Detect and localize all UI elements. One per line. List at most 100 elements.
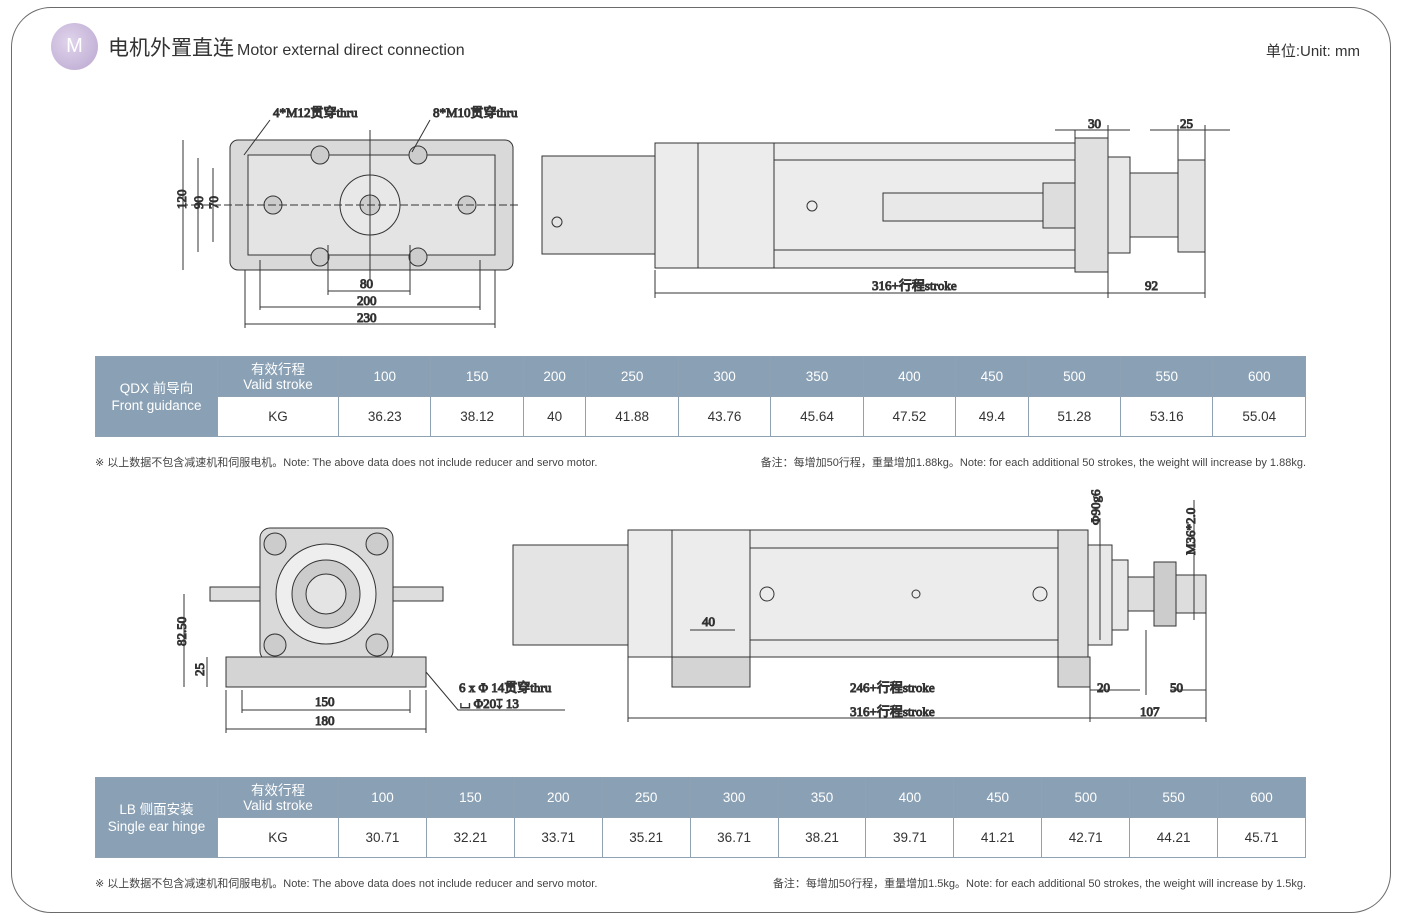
stroke-cell: 500 (1041, 777, 1131, 818)
dim-200: 200 (357, 293, 377, 308)
unit-cell: KG (217, 817, 339, 858)
front-view-1 (180, 130, 520, 328)
stroke-cell: 400 (865, 777, 955, 818)
stroke-cell: 600 (1212, 356, 1306, 397)
dim-25: 25 (1180, 116, 1193, 131)
weight-cell: 47.52 (862, 396, 957, 437)
hole-label-1: 4*M12贯穿thru (273, 105, 358, 120)
weight-cell: 32.21 (425, 817, 515, 858)
model-en: Front guidance (111, 397, 202, 413)
weight-cell: 43.76 (677, 396, 772, 437)
weight-cell: 45.64 (770, 396, 864, 437)
stroke-header-en: Valid stroke (243, 797, 313, 813)
dim-82-50: 82.50 (174, 617, 189, 646)
stroke-cell: 250 (601, 777, 691, 818)
dim-40: 40 (702, 614, 715, 629)
dim-25b: 25 (192, 663, 207, 676)
weight-cell: 33.71 (513, 817, 603, 858)
note-left-2: ※ 以上数据不包含减速机和伺服电机。Note: The above data d… (95, 878, 598, 890)
stroke-cell: 300 (677, 356, 772, 397)
dim-30: 30 (1088, 116, 1101, 131)
model-cn: LB 侧面安装 (119, 801, 194, 817)
dim-120: 120 (174, 190, 189, 210)
dim-150: 150 (315, 694, 335, 709)
dim-stroke-316b: 316+行程stroke (850, 704, 935, 719)
hole-label-3: 6 x Φ 14贯穿thru (459, 680, 552, 695)
model-en: Single ear hinge (107, 818, 206, 834)
stroke-header-cn: 有效行程 (251, 361, 305, 377)
dim-80: 80 (360, 276, 373, 291)
model-cn: QDX 前导向 (119, 380, 194, 396)
counterbore-label: ⌴ Φ20↧ 13 (460, 696, 519, 711)
dim-90: 90 (191, 196, 206, 209)
stroke-cell: 450 (953, 777, 1043, 818)
weight-cell: 38.12 (430, 396, 524, 437)
note-right-1: 备注：每增加50行程，重量增加1.88kg。Note: for each add… (760, 457, 1306, 469)
note-left-1: ※ 以上数据不包含减速机和伺服电机。Note: The above data d… (95, 457, 598, 469)
weight-cell: 51.28 (1027, 396, 1122, 437)
stroke-cell: 450 (955, 356, 1029, 397)
stroke-cell: 250 (585, 356, 679, 397)
unit-label: 单位:Unit: mm (1265, 43, 1360, 60)
side-view-1 (541, 125, 1230, 298)
weight-cell: 36.23 (337, 396, 432, 437)
weight-cell: 55.04 (1212, 396, 1306, 437)
weight-cell: 30.71 (338, 817, 427, 858)
page-frame (11, 7, 1391, 913)
weight-cell: 41.21 (953, 817, 1043, 858)
stroke-cell: 100 (338, 777, 427, 818)
weight-cell: 40 (522, 396, 587, 437)
dim-107: 107 (1140, 704, 1160, 719)
dim-180: 180 (315, 713, 335, 728)
stroke-cell: 400 (862, 356, 957, 397)
stroke-header-en: Valid stroke (243, 376, 313, 392)
stroke-cell: 550 (1120, 356, 1214, 397)
dim-92: 92 (1145, 278, 1158, 293)
weight-cell: 38.21 (777, 817, 867, 858)
stroke-cell: 600 (1217, 777, 1306, 818)
dim-stroke-316: 316+行程stroke (872, 278, 957, 293)
stroke-cell: 150 (425, 777, 515, 818)
stroke-cell: 150 (430, 356, 524, 397)
hole-label-2: 8*M10贯穿thru (433, 105, 518, 120)
weight-cell: 35.21 (601, 817, 691, 858)
side-view-2 (512, 500, 1207, 722)
stroke-header-cn: 有效行程 (251, 782, 305, 798)
stroke-cell: 200 (513, 777, 603, 818)
weight-cell: 39.71 (865, 817, 955, 858)
dim-50: 50 (1170, 680, 1183, 695)
front-view-2 (183, 527, 444, 733)
dim-stroke-246: 246+行程stroke (850, 680, 935, 695)
weight-cell: 45.71 (1217, 817, 1306, 858)
dim-m36-thread: M36*2.0 (1183, 508, 1198, 555)
weight-cell: 44.21 (1129, 817, 1219, 858)
stroke-cell: 350 (770, 356, 864, 397)
dim-230: 230 (357, 310, 377, 325)
title-en: Motor external direct connection (237, 42, 465, 59)
weight-cell: 42.71 (1041, 817, 1131, 858)
stroke-cell: 350 (777, 777, 867, 818)
dim-20: 20 (1097, 680, 1110, 695)
title-cn: 电机外置直连 (108, 37, 234, 60)
dim-phi90g6: Φ90g6 (1088, 489, 1103, 525)
dim-70: 70 (206, 196, 221, 209)
weight-cell: 53.16 (1120, 396, 1214, 437)
unit-cell: KG (217, 396, 339, 437)
stroke-cell: 300 (689, 777, 779, 818)
weight-cell: 36.71 (689, 817, 779, 858)
stroke-cell: 500 (1027, 356, 1122, 397)
note-right-2: 备注：每增加50行程，重量增加1.5kg。Note: for each addi… (772, 878, 1306, 890)
weight-cell: 49.4 (955, 396, 1029, 437)
weight-cell: 41.88 (585, 396, 679, 437)
